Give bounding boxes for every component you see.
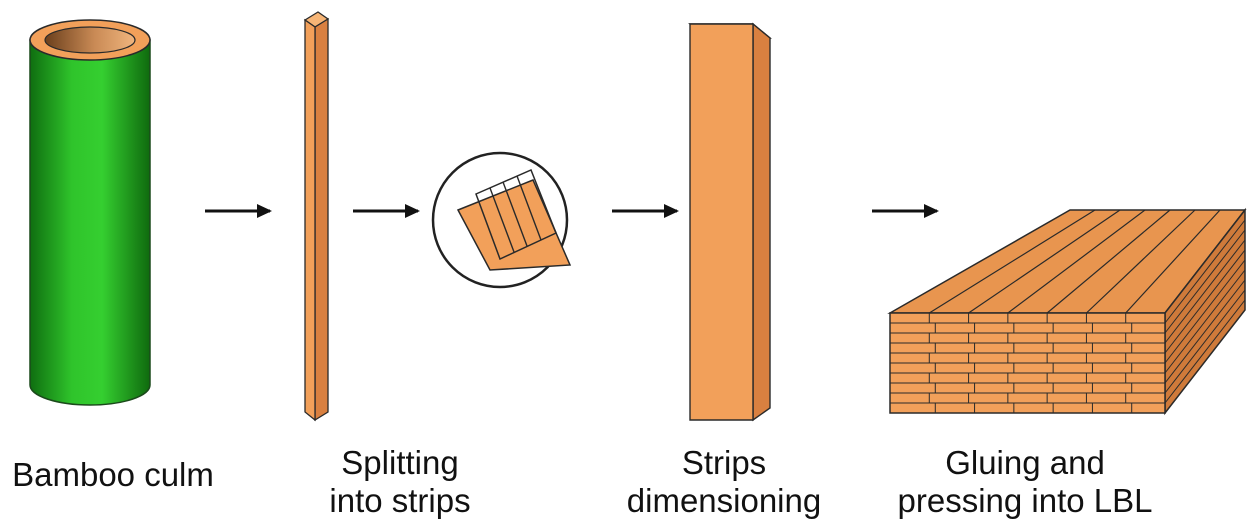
process-arrow-2	[353, 204, 420, 218]
step-label-2-line1: Splitting	[341, 444, 458, 481]
process-arrow-4	[872, 204, 939, 218]
step-label-4-line2: pressing into LBL	[898, 482, 1153, 519]
strip-cross-section-detail	[431, 151, 572, 289]
step-label-2-line2: into strips	[329, 482, 470, 519]
step-label-4-line1: Gluing and	[945, 444, 1105, 481]
dimensioned-strip-illustration	[688, 22, 772, 422]
bamboo-culm-illustration	[29, 19, 151, 406]
lbl-block-illustration	[887, 207, 1247, 416]
step-labels: Bamboo culm Splitting into strips Strips…	[12, 444, 1152, 519]
process-arrow-3	[612, 204, 679, 218]
step-label-3-line1: Strips	[682, 444, 766, 481]
split-strip-illustration	[303, 11, 330, 422]
process-arrow-1	[205, 204, 272, 218]
step-label-1-line1: Bamboo culm	[12, 456, 214, 493]
step-label-3-line2: dimensioning	[627, 482, 821, 519]
